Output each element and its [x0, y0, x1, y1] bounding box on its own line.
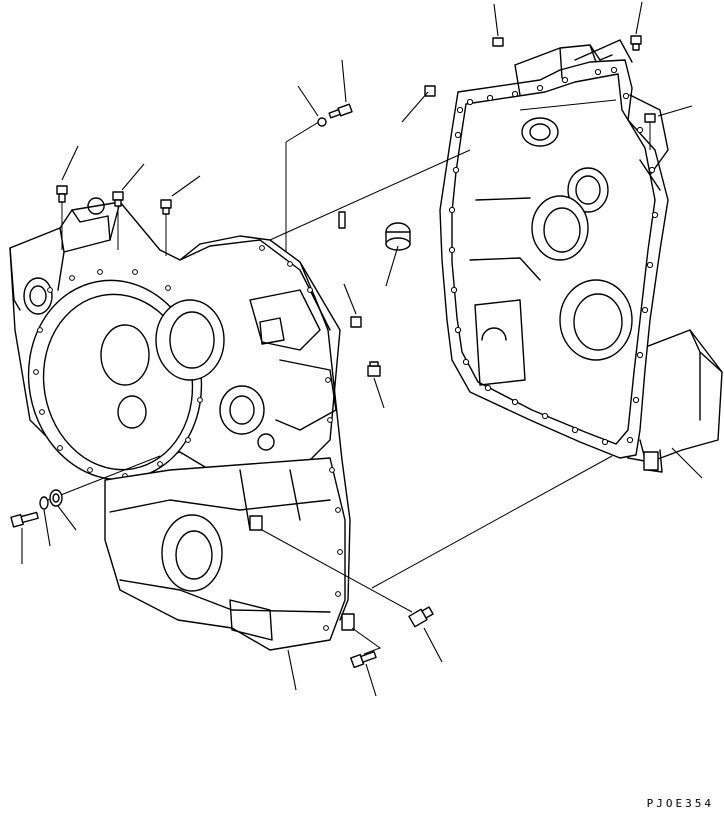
- bolt-8: [11, 511, 39, 527]
- rear-cover: [440, 40, 722, 472]
- assembly-lines: [48, 100, 650, 654]
- hardware: [11, 36, 655, 667]
- transmission-housing: [10, 198, 354, 650]
- bolt-5: [493, 38, 503, 46]
- bolt-2: [113, 192, 123, 206]
- callout-leaders: [22, 2, 702, 696]
- bolt-7: [645, 114, 655, 122]
- drawing-code-label: PJOE354: [646, 797, 714, 810]
- bolt-4: [329, 104, 352, 119]
- bolt-6: [631, 36, 641, 50]
- bolt-9: [351, 650, 377, 668]
- nut: [351, 317, 361, 327]
- plug-2: [368, 362, 380, 376]
- bolt-1: [57, 186, 67, 202]
- plug-3: [409, 605, 434, 626]
- plug-1: [425, 86, 435, 96]
- large-plug: [386, 223, 410, 250]
- bolt-3: [161, 200, 171, 214]
- dowel-pin: [339, 212, 345, 228]
